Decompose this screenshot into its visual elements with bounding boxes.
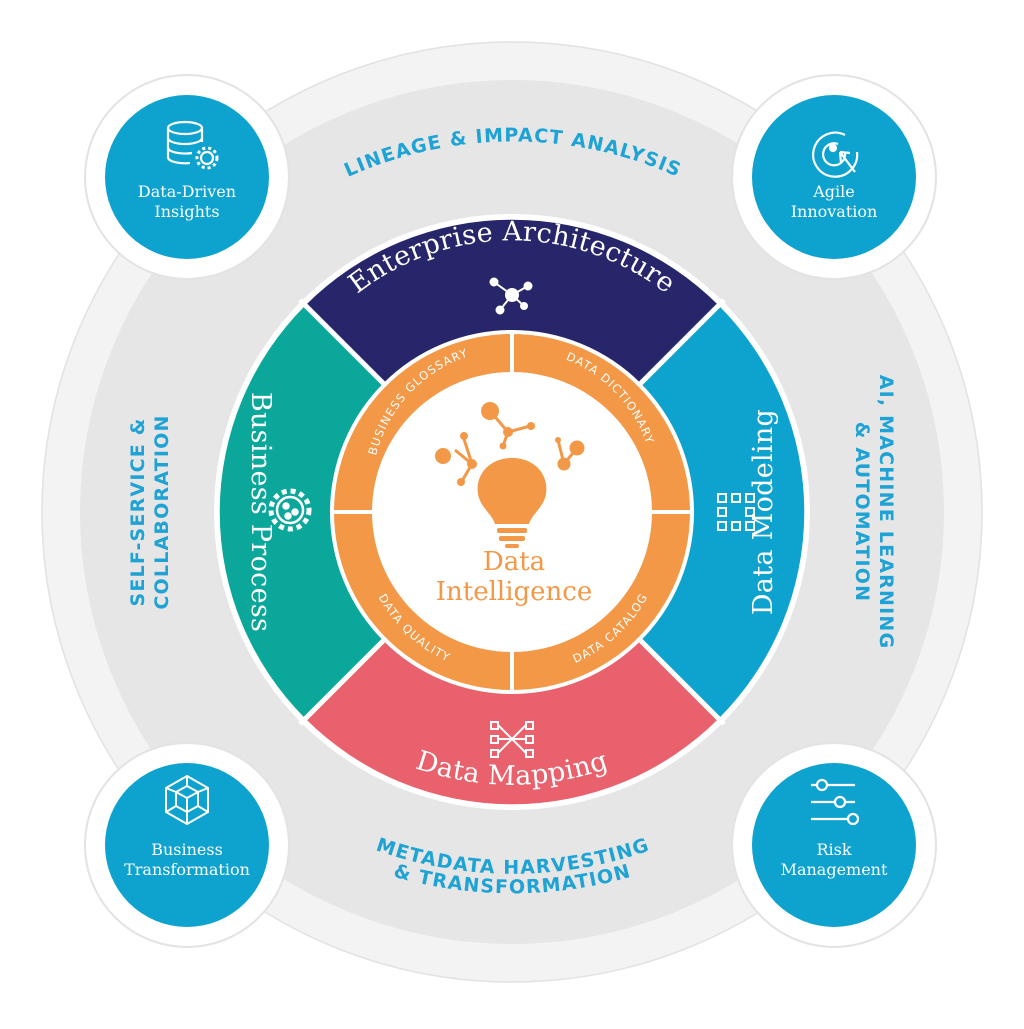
segment-business-process[interactable] xyxy=(219,305,407,719)
corner-agile-innovation[interactable]: Agile Innovation xyxy=(731,74,937,280)
molecule-icon xyxy=(435,402,585,486)
outer-label-right-line1: AI, MACHINE LEARNING xyxy=(875,375,897,650)
segment-enterprise-architecture[interactable] xyxy=(305,219,719,407)
target-cursor-icon xyxy=(812,131,859,178)
corner-label-management: Management xyxy=(781,860,888,879)
gear-network-icon xyxy=(268,488,312,532)
segment-data-mapping[interactable] xyxy=(305,617,719,805)
database-gear-icon xyxy=(166,120,219,170)
network-nodes-icon xyxy=(489,277,533,315)
mapping-flow-icon xyxy=(490,721,534,758)
segment-label-data-modeling: Data Modeling xyxy=(748,409,779,615)
corner-data-driven-insights[interactable]: Data-Driven Insights xyxy=(84,74,290,280)
sliders-icon xyxy=(811,778,860,826)
corner-business-transformation[interactable]: Business Transformation xyxy=(84,742,290,948)
corner-label-innovation: Innovation xyxy=(791,202,878,221)
corner-risk-management[interactable]: Risk Management xyxy=(731,742,937,948)
corner-label-transformation: Transformation xyxy=(124,860,250,879)
outer-label-left-line2: COLLABORATION xyxy=(151,414,173,609)
corner-label-data-driven: Data-Driven xyxy=(138,182,236,201)
corner-label-risk: Risk xyxy=(816,840,851,859)
corner-label-insights: Insights xyxy=(154,202,219,221)
center-title-line1: Data xyxy=(483,547,545,577)
grid-model-icon xyxy=(717,493,755,531)
outer-label-left-line1: SELF-SERVICE & xyxy=(127,417,149,606)
corner-label-agile: Agile xyxy=(812,182,855,201)
corner-label-business: Business xyxy=(151,840,223,859)
lightbulb-icon xyxy=(477,458,547,548)
center-title-line2: Intelligence xyxy=(436,577,593,607)
segment-data-modeling[interactable] xyxy=(617,305,805,719)
outer-label-right-line2: & AUTOMATION xyxy=(851,422,873,602)
cube-icon xyxy=(165,774,209,826)
